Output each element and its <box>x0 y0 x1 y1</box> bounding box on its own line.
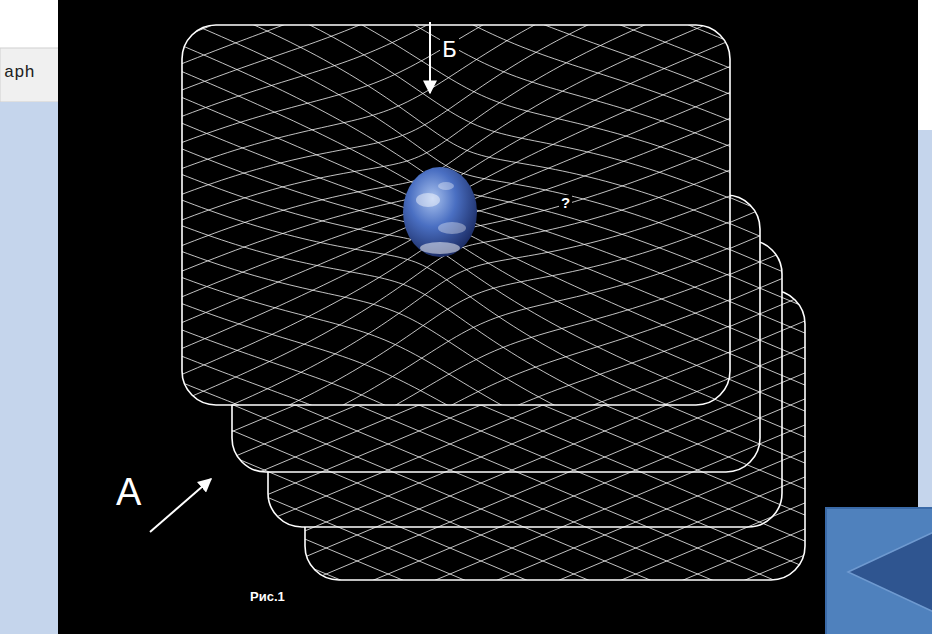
grid-line <box>182 376 730 405</box>
grid-line <box>232 414 760 472</box>
direction-arrow <box>150 479 211 532</box>
grid-line <box>268 482 782 527</box>
slide-strip <box>0 102 60 634</box>
grid-line <box>232 426 760 472</box>
grid-line <box>232 452 760 472</box>
grid-line <box>268 508 782 527</box>
grid-line <box>232 466 760 472</box>
figure-caption: Рис.1 <box>248 590 287 604</box>
grid-line <box>182 25 730 119</box>
back-button <box>826 508 932 634</box>
direction-label: А <box>114 472 143 514</box>
grid-line <box>182 38 730 274</box>
grid-line <box>268 467 782 527</box>
grid-line <box>305 526 805 580</box>
grid-line <box>182 272 730 405</box>
earth <box>403 167 477 257</box>
grid-line <box>268 519 782 527</box>
grid-line <box>232 440 760 472</box>
plane-edge <box>182 25 730 405</box>
grid-line <box>182 42 730 278</box>
grid-line <box>182 223 730 405</box>
slide-strip <box>0 48 60 102</box>
question-mark: ? <box>559 195 572 212</box>
picture-ground <box>58 0 918 634</box>
grid-line <box>182 298 730 405</box>
grid-line <box>182 249 730 405</box>
grid-line <box>182 353 730 405</box>
grid-line <box>182 220 730 405</box>
space-grid <box>172 0 811 634</box>
grid-line <box>182 379 730 405</box>
grid-line <box>182 116 730 352</box>
grid-line <box>182 120 730 356</box>
grid-line <box>182 194 730 405</box>
grid-line <box>182 94 730 330</box>
grid-line <box>182 301 730 405</box>
heading-fragment: aph <box>2 64 37 83</box>
slide-strip <box>0 0 60 48</box>
direction-arrow <box>429 22 431 93</box>
grid-line <box>182 25 730 93</box>
grid-line <box>182 324 730 405</box>
grid-line <box>182 246 730 405</box>
grid-line <box>268 493 782 527</box>
grid-line <box>182 68 730 304</box>
grid-line <box>182 64 730 300</box>
direction-label: Б <box>440 38 459 62</box>
grid-plane <box>172 0 736 634</box>
grid-line <box>182 25 730 171</box>
grid-line <box>182 275 730 405</box>
grid-line <box>182 90 730 326</box>
grid-line <box>182 350 730 405</box>
grid-line <box>182 25 730 96</box>
slide-strip <box>916 0 932 130</box>
grid-line <box>232 400 760 472</box>
grid-line <box>305 535 805 580</box>
grid-line <box>182 25 730 67</box>
grid-line <box>182 142 730 378</box>
grid-line <box>182 197 730 405</box>
grid-line <box>305 552 805 580</box>
grid-line <box>182 25 730 197</box>
grid-line <box>182 25 730 148</box>
